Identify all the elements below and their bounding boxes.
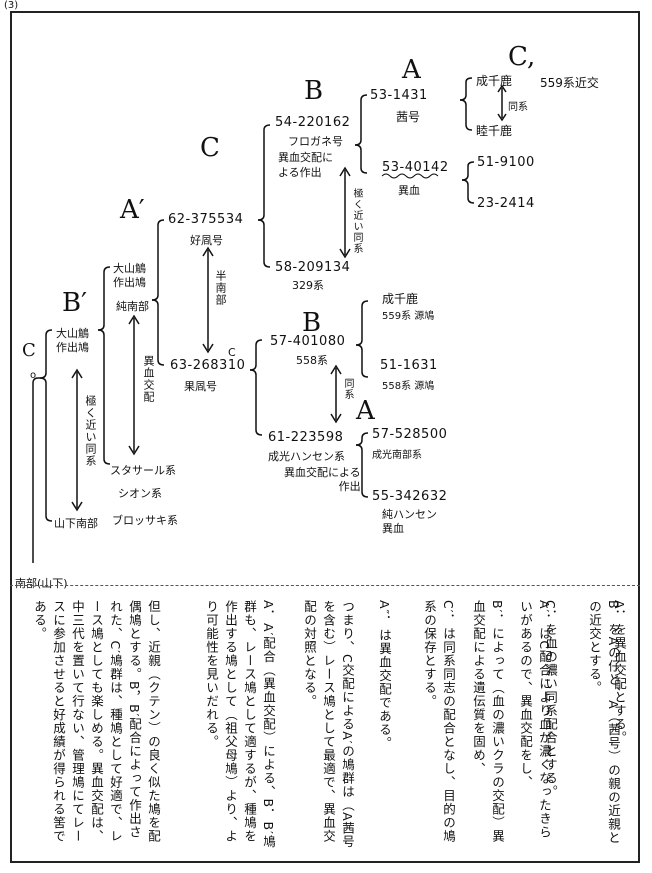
lb-name: 558系 (296, 354, 328, 367)
note-8: つまり、C交配によるA′の鳩群は（A茜号を含む）レース鳩として最適で、異血交配の… (302, 600, 355, 849)
root-to-bprime (39, 329, 53, 379)
bprime-bottom: 山下南部 (54, 517, 98, 530)
farc-top: 成千鹿 (476, 74, 513, 88)
ua-name: 茜号 (396, 110, 421, 124)
la-id: 61-223598 (268, 430, 344, 445)
farc-top-mid: 同系 (508, 102, 528, 113)
la-up (355, 432, 369, 446)
aprime-name: 大山鵤 作出鳩 (113, 262, 146, 289)
lb-top-sub: 559系 源鳩 (382, 311, 435, 322)
note-6: C′．は同系同志の配合となし、目的の鳩系の保存とする。 (422, 600, 456, 844)
x-up (461, 161, 475, 181)
c-top-name: 好凮号 (190, 234, 223, 247)
ub-letter: B (304, 76, 324, 106)
c-vertical: 半南部 (214, 270, 227, 306)
x-down (461, 179, 475, 204)
ub-id: 54-220162 (275, 115, 351, 130)
note-10: 但し、近親（クテン）の良く似た鳩を配偶鳩とする。B，B′配合によって作出された、… (32, 600, 161, 844)
la-letter: A (356, 396, 375, 426)
la-id-b: 55-342632 (372, 489, 448, 504)
c-top-id: 62-375534 (168, 212, 244, 227)
root-name: 南部(山下) (15, 577, 68, 590)
c-small-letter: C (228, 346, 236, 359)
note-3: C．を血の濃い同系配合とする。 (543, 600, 558, 799)
aprime-vertical: 異血交配 (142, 355, 155, 403)
lb-id: 57-401080 (270, 334, 346, 349)
lb-down (355, 344, 369, 378)
aprime-bottom2: シオン系 (118, 487, 162, 500)
c-low-down (249, 369, 263, 436)
lb-letter: B (302, 308, 322, 338)
farc-top-bottom: 睦千鹿 (476, 124, 513, 138)
c-bottom-id: 63-268310 (170, 358, 246, 373)
note-4: A′．はC配合により血が濃くなったきらいがあるので、異血交配をし、 (518, 600, 552, 840)
la-sub-b: 純ハンセン 異血 (382, 508, 437, 535)
page-number: (3) (4, 0, 19, 11)
ub-vertical: 極く近い同系 (351, 188, 362, 254)
bprime-letter: B′ (62, 288, 88, 318)
ua-name2: 異血 (398, 184, 420, 197)
lb-bottom-id: 51-1631 (380, 358, 438, 373)
ub-name: フロガネ号 (288, 135, 343, 148)
section-divider (10, 585, 640, 586)
a-down (459, 99, 473, 131)
farc-letter: C, (508, 42, 536, 72)
root-to-yamashita (39, 377, 53, 522)
note-7: A″．は異血交配である。 (377, 600, 392, 751)
root-bracket (32, 377, 40, 563)
c-up (257, 124, 271, 221)
aprime-bottom3: ブロッサキ系 (112, 514, 178, 527)
ub-bottom-name: 329系 (292, 279, 324, 292)
la-id-a: 57-528500 (372, 427, 448, 442)
c-up-down (257, 219, 271, 268)
root-letter-c: C (22, 340, 36, 361)
la-name: 成光ハンセン系 (268, 450, 345, 463)
ub-up (354, 94, 368, 146)
la-down (355, 444, 369, 498)
c-bottom-name: 果凮号 (184, 380, 217, 393)
ua-letter: A (402, 55, 421, 85)
farc-note: 559系近交 (540, 76, 599, 90)
ub-down (354, 144, 368, 174)
la-sub-a: 成光南部系 (372, 450, 422, 461)
page-frame (10, 11, 640, 863)
lb-bottom-sub: 558系 源鳩 (382, 381, 435, 392)
ub-desc: 異血交配に よる作出 (278, 151, 333, 179)
c-letter: C (200, 133, 220, 163)
bprime-down (97, 329, 111, 465)
aprime-sub: 純南部 (116, 300, 149, 313)
aprime-bottom1: スタサール系 (110, 464, 176, 477)
a-up (459, 77, 473, 101)
la-desc: 異血交配による 作出 (284, 466, 361, 493)
aprime-down (151, 299, 165, 366)
note-1: A．を異血交配とする。 (612, 600, 627, 745)
lb-vertical: 同系 (342, 378, 353, 400)
root-mark: o (30, 370, 37, 381)
ua-id: 53-1431 (370, 88, 428, 103)
bprime-up (97, 266, 111, 331)
bprime-vertical: 極く近い同系 (84, 395, 97, 467)
note-9: A．A′配合（異血交配）による、B．B′鳩群も、レース鳩として適するが、種鳩を作… (204, 600, 276, 849)
aprime-up (151, 219, 165, 301)
c-low-up (249, 339, 263, 371)
lb-top-name: 成千鹿 (382, 292, 419, 306)
bprime-name: 大山鵤 作出鳩 (56, 327, 89, 354)
ua-id2: 53-40142 (382, 160, 449, 175)
ub-bottom-id: 58-209134 (275, 260, 351, 275)
farc-id-b: 23-2414 (477, 196, 535, 211)
aprime-letter: A′ (120, 195, 145, 225)
farc-id-a: 51-9100 (477, 155, 535, 170)
note-2: B．をAの仔と、A（茜号）の親の近親との近交とする。 (587, 600, 621, 845)
lb-up (355, 300, 369, 346)
note-5: B′．によって（血の濃いクラの交配）異血交配による遺伝質を固め、 (471, 600, 505, 843)
